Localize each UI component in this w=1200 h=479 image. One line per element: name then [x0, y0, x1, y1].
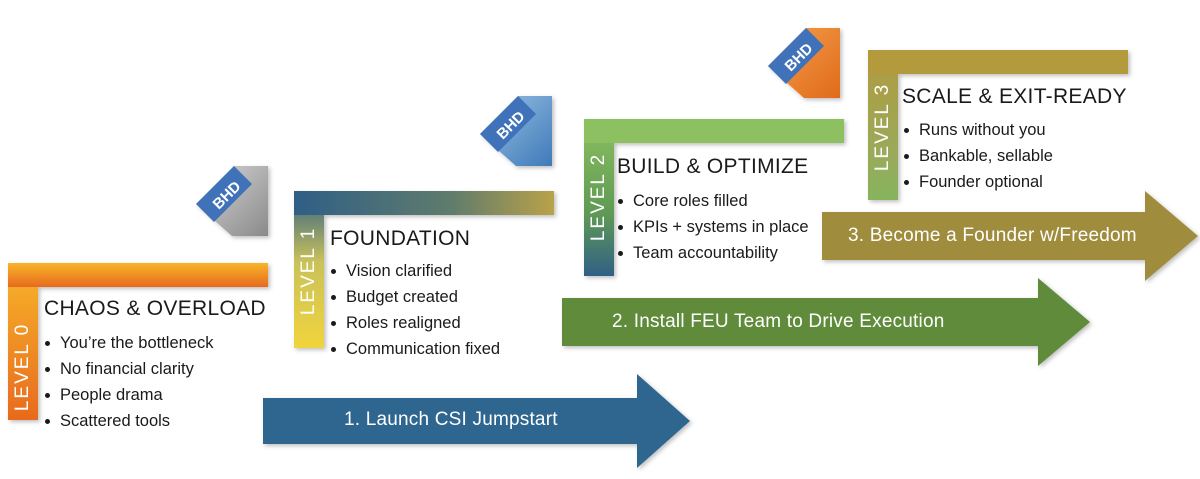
level-3-title: SCALE & EXIT-READY: [902, 85, 1127, 108]
level-3-bullets: Runs without you Bankable, sellable Foun…: [901, 117, 1053, 195]
level-0-bracket: [8, 263, 268, 420]
level-0-title: CHAOS & OVERLOAD: [44, 297, 266, 320]
list-item: People drama: [42, 382, 214, 408]
arrow-3-shape: [822, 191, 1198, 281]
level-1-bracket: [294, 191, 554, 348]
level-2-bullets: Core roles filled KPIs + systems in plac…: [615, 188, 809, 266]
list-item: Founder optional: [901, 169, 1053, 195]
arrow-1-shape: [263, 374, 690, 468]
bhd-badge-2: [768, 28, 840, 98]
list-item: Bankable, sellable: [901, 143, 1053, 169]
arrow-2-shape: [562, 278, 1090, 366]
arrow-3-label: 3. Become a Founder w/Freedom: [848, 225, 1137, 246]
level-2-label: LEVEL 2: [588, 152, 609, 242]
list-item: You’re the bottleneck: [42, 330, 214, 356]
level-2-title: BUILD & OPTIMIZE: [617, 155, 809, 178]
list-item: Roles realigned: [328, 310, 500, 336]
list-item: Budget created: [328, 284, 500, 310]
list-item: Runs without you: [901, 117, 1053, 143]
level-2-bracket: [584, 119, 844, 276]
level-1-title: FOUNDATION: [330, 227, 471, 250]
level-1-bullets: Vision clarified Budget created Roles re…: [328, 258, 500, 362]
level-3-label: LEVEL 3: [872, 82, 893, 172]
arrow-1-label: 1. Launch CSI Jumpstart: [344, 409, 558, 430]
list-item: Vision clarified: [328, 258, 500, 284]
list-item: No financial clarity: [42, 356, 214, 382]
bhd-badge-1: [480, 96, 552, 166]
level-0-label: LEVEL 0: [12, 322, 33, 412]
level-0-bullets: You’re the bottleneck No financial clari…: [42, 330, 214, 434]
list-item: Team accountability: [615, 240, 809, 266]
list-item: Communication fixed: [328, 336, 500, 362]
list-item: Core roles filled: [615, 188, 809, 214]
list-item: KPIs + systems in place: [615, 214, 809, 240]
level-1-label: LEVEL 1: [298, 226, 319, 316]
bhd-badge-0: [196, 166, 268, 236]
list-item: Scattered tools: [42, 408, 214, 434]
level-3-bracket: [868, 50, 1128, 200]
arrow-2-label: 2. Install FEU Team to Drive Execution: [612, 311, 945, 332]
